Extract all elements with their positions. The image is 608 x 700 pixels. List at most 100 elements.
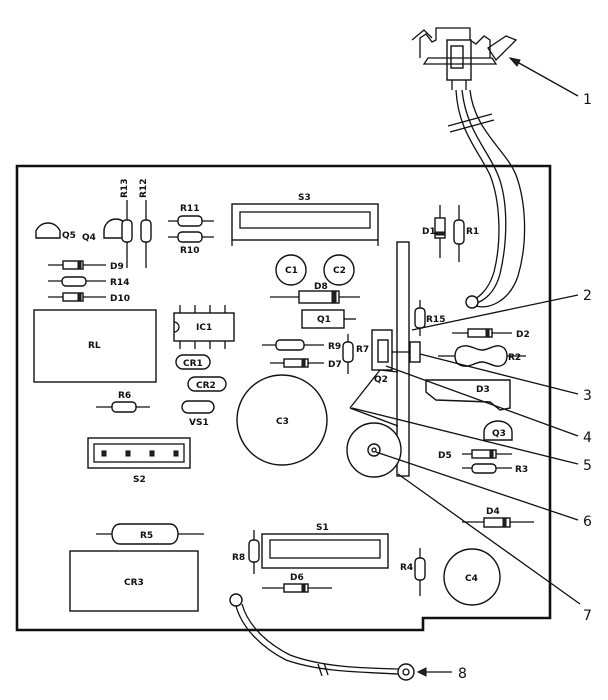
d10-label: D10 [110,294,130,304]
rl-relay [33,309,157,383]
d1-label: D1 [422,227,436,237]
s1-label: S1 [316,523,329,533]
c4-label: C4 [465,574,478,584]
leader-6 [375,451,579,521]
d2-diode [452,328,512,338]
s2-connector [87,437,191,469]
s1-connector [261,533,389,569]
leader-7 [397,473,581,605]
ring-terminal [397,663,415,681]
r4-label: R4 [400,563,413,573]
r7-resistor [342,334,354,374]
ground-terminal-top [229,593,243,607]
d10-diode [48,292,106,302]
d7-label: D7 [328,360,342,370]
callout-7: 7 [583,608,592,624]
cr3-label: CR3 [124,578,144,588]
wire-strap [447,113,495,133]
callout-4: 4 [583,430,592,446]
r11-resistor [168,215,214,227]
r8-label: R8 [232,553,245,563]
callout-1: 1 [583,92,592,108]
r2-label: R2 [508,353,521,363]
board-outline [15,164,552,632]
r9-label: R9 [328,342,341,352]
r10-resistor [168,231,214,243]
pivot-hole [367,443,381,457]
plug-wire-b [461,89,507,305]
callout-2: 2 [583,288,592,304]
ic1-label: IC1 [196,323,212,333]
r15-label: R15 [426,315,445,325]
c3-capacitor [236,374,328,466]
q2-label: Q2 [374,375,388,385]
r5-resistor [96,523,204,545]
callout-3: 3 [583,388,592,404]
cr1-component [175,354,211,370]
r13-label: R13 [120,179,130,198]
callout-6: 6 [583,514,592,530]
cr2-component [187,376,227,392]
leader-4 [385,365,579,437]
s2-label: S2 [133,475,146,485]
s3-label: S3 [298,193,311,203]
wire-end-terminal [465,295,479,309]
q5-transistor [35,222,61,239]
heatsink-bar [396,241,410,477]
r8-resistor [248,530,260,574]
d4-diode [462,517,534,528]
q2-transistor [371,329,421,371]
leader-3 [419,353,579,395]
leader-2 [411,294,579,331]
ground-wire-a [235,605,399,675]
d4-label: D4 [486,507,500,517]
mounting-plate [349,369,399,409]
r1-resistor [453,205,465,262]
leader-5 [351,407,579,465]
d8-diode [270,290,360,304]
r6-resistor [96,401,150,413]
plug-wire-a [455,89,500,301]
r11-label: R11 [180,204,199,214]
d1-diode [434,205,446,258]
vs1-component [181,400,215,414]
d3-label: D3 [476,385,490,395]
r6-label: R6 [118,391,131,401]
c3-label: C3 [276,417,289,427]
ground-wire-b [241,603,399,670]
rl-label: RL [88,341,101,351]
d7-diode [270,358,324,368]
cr2-label: CR2 [196,381,216,391]
r12-label: R12 [139,179,149,198]
s3-connector [231,203,379,246]
c1-label: C1 [285,266,298,276]
d9-label: D9 [110,262,124,272]
q1-label: Q1 [317,315,331,325]
r4-resistor [414,548,426,596]
r1-label: R1 [466,227,479,237]
r3-resistor [462,463,512,474]
callout-8: 8 [458,666,467,682]
mounting-plate-edge [349,407,399,427]
c4-capacitor [443,548,501,606]
r15-resistor [414,300,426,336]
r7-label: R7 [356,345,369,355]
q4-label: Q4 [82,233,96,243]
r14-resistor [48,276,106,287]
callout-5: 5 [583,458,592,474]
r3-label: R3 [515,465,528,475]
r5-label: R5 [140,531,153,541]
r13-resistor [121,200,133,268]
cr1-label: CR1 [183,359,203,369]
r14-label: R14 [110,278,129,288]
q3-label: Q3 [492,429,506,439]
d9-diode [48,260,106,270]
c2-capacitor [323,254,355,286]
plug-wire-c [469,89,526,308]
ic1-chip [173,305,235,349]
d6-label: D6 [290,573,304,583]
q3-transistor [483,420,513,441]
d5-label: D5 [438,451,452,461]
r10-label: R10 [180,246,199,256]
